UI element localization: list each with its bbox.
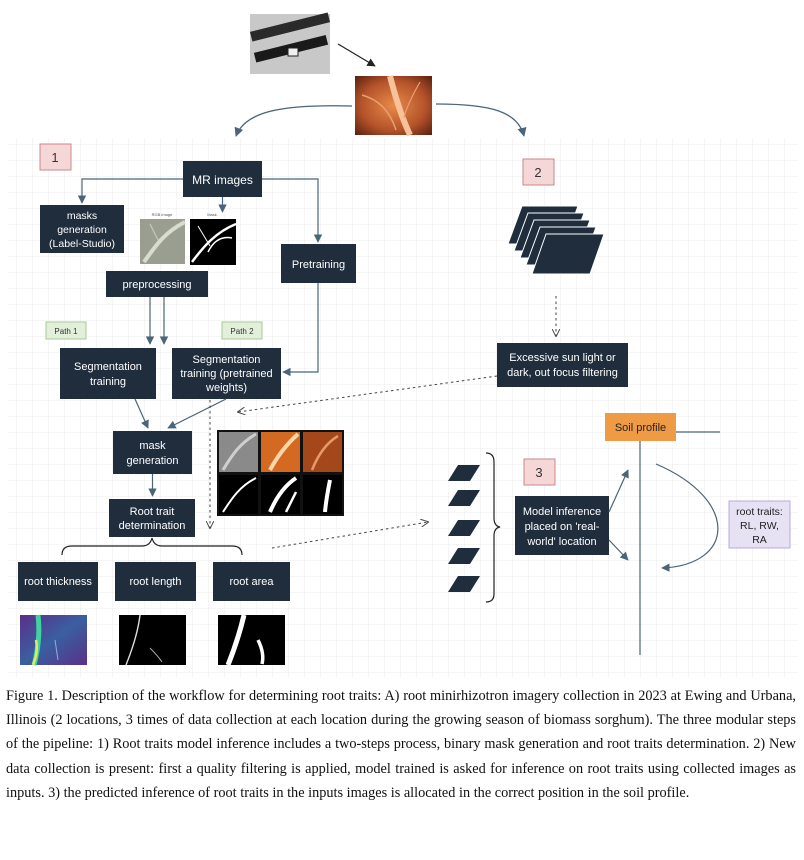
- minirhizotron-camera-image: [249, 12, 331, 74]
- svg-text:training (pretrained: training (pretrained: [180, 368, 272, 380]
- root-area-box: root area: [213, 562, 290, 601]
- svg-text:(Label-Studio): (Label-Studio): [49, 238, 115, 250]
- svg-text:RL, RW,: RL, RW,: [740, 520, 779, 532]
- svg-text:Path 1: Path 1: [54, 327, 78, 336]
- svg-text:RGB image: RGB image: [152, 212, 173, 217]
- mask-thumbnail: Mask: [190, 212, 237, 265]
- masks-generation-box: masks generation (Label-Studio): [40, 205, 124, 253]
- svg-text:Path 2: Path 2: [230, 327, 254, 336]
- svg-text:generation: generation: [127, 455, 179, 467]
- root-distribution-curve: [655, 463, 719, 572]
- svg-text:Soil profile: Soil profile: [615, 422, 666, 434]
- root-thickness-box: root thickness: [18, 562, 98, 601]
- svg-text:3: 3: [535, 465, 542, 480]
- root-area-thumbnail: [218, 614, 285, 666]
- svg-text:masks: masks: [67, 210, 97, 222]
- dashed-connectors: [210, 296, 556, 549]
- svg-text:Segmentation: Segmentation: [193, 354, 261, 366]
- svg-text:mask: mask: [139, 440, 166, 452]
- root-length-thumbnail: [119, 614, 186, 666]
- inference-brace: [485, 452, 501, 603]
- svg-text:determination: determination: [119, 520, 186, 532]
- root-sample-image: [355, 75, 432, 137]
- inference-image-set: [448, 465, 480, 592]
- mask-generation-box: mask generation: [113, 431, 192, 474]
- root-thickness-thumbnail: [20, 614, 87, 666]
- split-arrow-right: [435, 103, 527, 137]
- root-trait-determination-box: Root trait determination: [109, 499, 195, 537]
- svg-text:Excessive sun light or: Excessive sun light or: [509, 352, 616, 364]
- split-arrow-left: [234, 105, 353, 137]
- quality-filtering-box: Excessive sun light or dark, out focus f…: [497, 343, 628, 387]
- preprocessing-box: preprocessing: [106, 271, 208, 297]
- path-1-label: Path 1: [45, 321, 87, 340]
- svg-text:generation: generation: [57, 224, 107, 236]
- workflow-diagram: 1 2 3 MR images masks generation (Label-…: [8, 12, 798, 678]
- step-badge-1: 1: [39, 143, 72, 171]
- svg-text:root area: root area: [229, 576, 274, 588]
- svg-text:world' location: world' location: [526, 536, 596, 548]
- svg-text:Mask: Mask: [207, 212, 217, 217]
- model-inference-box: Model inference placed on 'real- world' …: [515, 496, 609, 555]
- svg-text:dark, out focus filtering: dark, out focus filtering: [507, 367, 618, 379]
- segmentation-pretrained-box: Segmentation training (pretrained weight…: [172, 348, 281, 399]
- root-length-box: root length: [115, 562, 196, 601]
- svg-text:Root trait: Root trait: [130, 506, 175, 518]
- root-traits-box: root traits: RL, RW, RA: [728, 500, 791, 549]
- pretraining-box: Pretraining: [281, 244, 356, 283]
- svg-text:Pretraining: Pretraining: [292, 259, 345, 271]
- svg-text:1: 1: [51, 150, 58, 165]
- svg-text:RA: RA: [752, 534, 767, 546]
- image-stack-icon: [507, 205, 605, 275]
- svg-text:2: 2: [534, 165, 541, 180]
- soil-profile-box: Soil profile: [605, 413, 676, 441]
- rgb-thumbnail: RGB image: [140, 212, 186, 264]
- svg-text:Model inference: Model inference: [523, 506, 601, 518]
- step-badge-3: 3: [523, 458, 556, 486]
- mr-images-box: MR images: [183, 161, 262, 197]
- svg-text:preprocessing: preprocessing: [122, 279, 191, 291]
- segmentation-training-box: Segmentation training: [60, 348, 156, 399]
- svg-text:training: training: [90, 376, 126, 388]
- svg-text:root traits:: root traits:: [736, 506, 783, 518]
- svg-text:MR images: MR images: [192, 173, 253, 187]
- step-badge-2: 2: [522, 158, 555, 186]
- svg-text:placed on 'real-: placed on 'real-: [525, 521, 600, 533]
- svg-text:root length: root length: [130, 576, 182, 588]
- results-image-grid: [217, 430, 344, 516]
- svg-text:Segmentation: Segmentation: [74, 361, 142, 373]
- camera-to-image-arrow: [337, 43, 376, 67]
- connectors: [77, 178, 629, 561]
- figure-caption: Figure 1. Description of the workflow fo…: [6, 688, 796, 801]
- svg-text:weights): weights): [205, 382, 247, 394]
- output-brace: [61, 537, 243, 556]
- svg-text:root thickness: root thickness: [24, 576, 92, 588]
- path-2-label: Path 2: [221, 321, 263, 340]
